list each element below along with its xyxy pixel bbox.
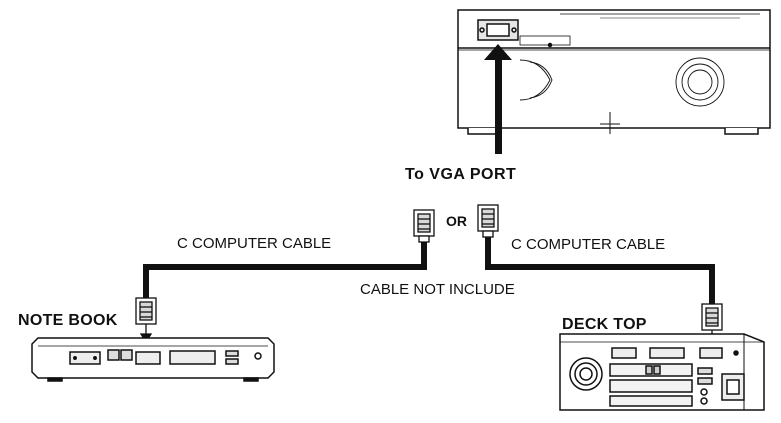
vga-connector-left-icon (413, 209, 435, 243)
projector-vent-right (675, 57, 725, 107)
vga-arrow (484, 44, 512, 154)
notebook-plug-icon (135, 297, 157, 344)
left-cable-label: C COMPUTER CABLE (177, 235, 332, 252)
or-label: OR (446, 213, 467, 229)
vga-port-label: To VGA PORT (405, 166, 517, 183)
desktop (559, 333, 765, 411)
right-cable-label: C COMPUTER CABLE (511, 236, 666, 253)
cable-left (143, 242, 427, 300)
notebook-label: NOTE BOOK (18, 312, 118, 329)
desktop-plug-icon (701, 303, 723, 348)
projector-vent-left (519, 59, 553, 101)
cable-right (485, 237, 715, 304)
cable-not-include-label: CABLE NOT INCLUDE (360, 281, 515, 298)
notebook (31, 337, 275, 382)
projector (457, 9, 771, 135)
desktop-label: DECK TOP (562, 316, 647, 333)
vga-connector-right-icon (477, 204, 499, 238)
